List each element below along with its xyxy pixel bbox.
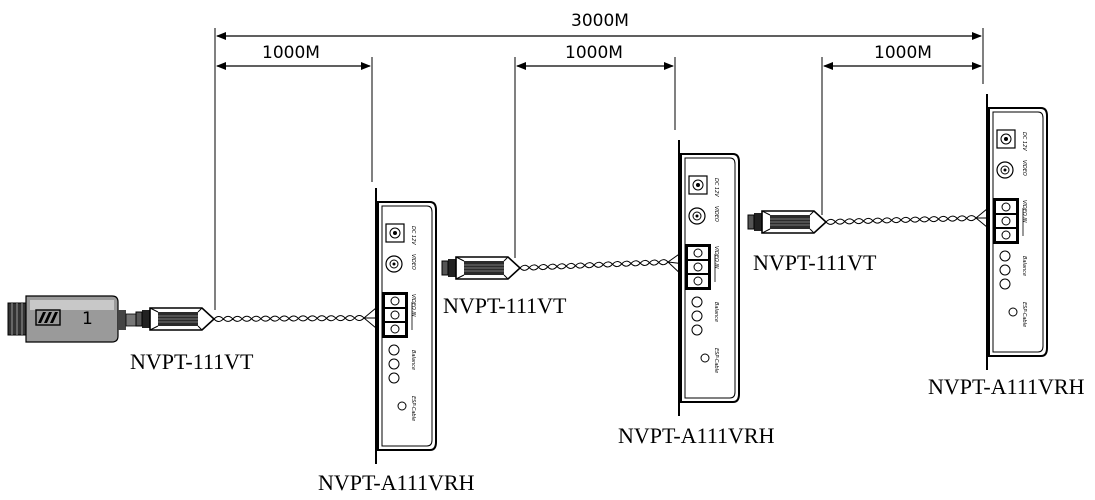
transmitter-3-label: NVPT-111VT — [753, 250, 877, 275]
transmitter-1-icon — [135, 307, 215, 331]
dimension-total-label: 3000M — [571, 11, 629, 31]
receiver-2-label: NVPT-A111VRH — [618, 423, 775, 448]
dimension-segment-3-label: 1000M — [874, 43, 932, 63]
receiver-3-label: NVPT-A111VRH — [928, 374, 1085, 399]
dimension-segment-1-label: 1000M — [262, 43, 320, 63]
receiver-2-icon — [678, 139, 740, 417]
camera-logo-icon — [35, 309, 61, 326]
dimension-lines: 3000M 1000M 1000M 1000M — [214, 11, 984, 310]
twisted-pair-cables — [213, 203, 994, 334]
transmitter-1-label: NVPT-111VT — [130, 349, 254, 374]
transmitter-2-label: NVPT-111VT — [443, 293, 567, 318]
transmitter-3-icon — [747, 210, 827, 234]
transmitter-2-icon — [441, 256, 521, 280]
receiver-1-icon — [375, 187, 437, 465]
receiver-3-icon — [986, 93, 1048, 371]
camera-icon: 1 — [7, 295, 137, 343]
dimension-segment-2-label: 1000M — [565, 43, 623, 63]
receiver-1-label: NVPT-A111VRH — [318, 470, 475, 495]
camera-number: 1 — [82, 309, 93, 329]
